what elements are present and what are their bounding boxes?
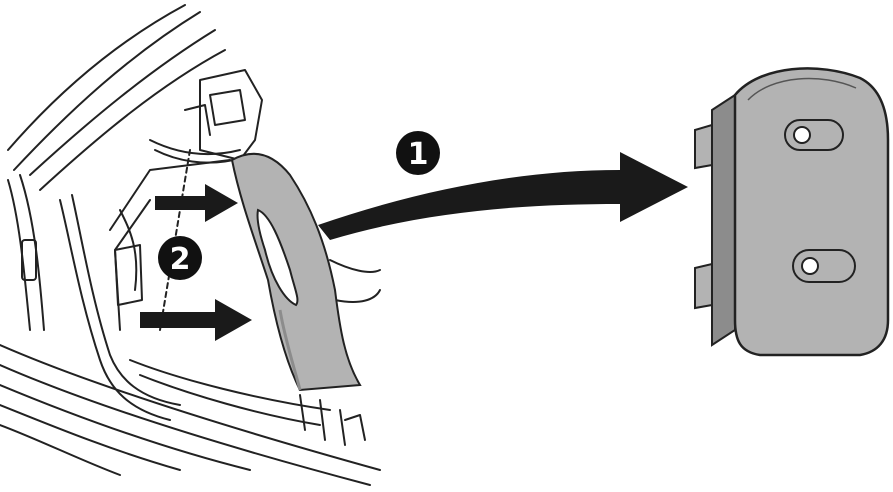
callout-2: 2: [158, 236, 202, 280]
callout-1-label: 1: [408, 137, 429, 172]
mounting-slot-lower: [792, 249, 856, 283]
callout-1: 1: [396, 131, 440, 175]
trim-panel-installed: [230, 152, 362, 392]
callout-2-label: 2: [170, 242, 191, 277]
removal-arrow: [318, 152, 688, 240]
mounting-slot-upper: [784, 119, 844, 151]
vehicle-trunk-illustration: [0, 4, 381, 486]
trim-panel-removed: [694, 67, 890, 357]
push-arrow-upper: [155, 184, 238, 222]
push-arrow-lower: [140, 299, 252, 341]
